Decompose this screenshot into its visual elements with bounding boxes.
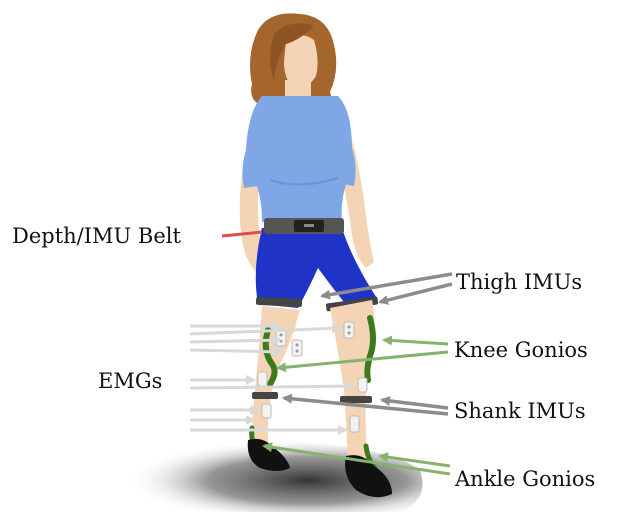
emg-electrode (358, 378, 367, 392)
emg-electrode (350, 416, 359, 432)
label-depth-imu-belt: Depth/IMU Belt (12, 226, 181, 247)
shank-strap-left (252, 392, 278, 399)
emg-electrode (258, 372, 267, 386)
emg-arrow (190, 386, 354, 388)
thigh-imu-arrow (380, 284, 452, 302)
label-knee-gonios: Knee Gonios (454, 340, 588, 361)
emg-arrow (190, 340, 280, 342)
knee-gonio-arrow (384, 340, 448, 344)
label-shank-imus: Shank IMUs (454, 401, 586, 422)
label-ankle-gonios: Ankle Gonios (455, 469, 595, 490)
emg-electrode (262, 404, 271, 418)
label-emgs: EMGs (98, 371, 162, 392)
shank-strap-right (340, 396, 372, 403)
emg-electrode (276, 330, 286, 346)
emg-arrow (190, 350, 282, 352)
emg-electrode (344, 322, 354, 338)
shirt (246, 96, 352, 222)
label-thigh-imus: Thigh IMUs (456, 272, 582, 293)
face (284, 35, 318, 89)
emg-electrode (292, 340, 302, 356)
